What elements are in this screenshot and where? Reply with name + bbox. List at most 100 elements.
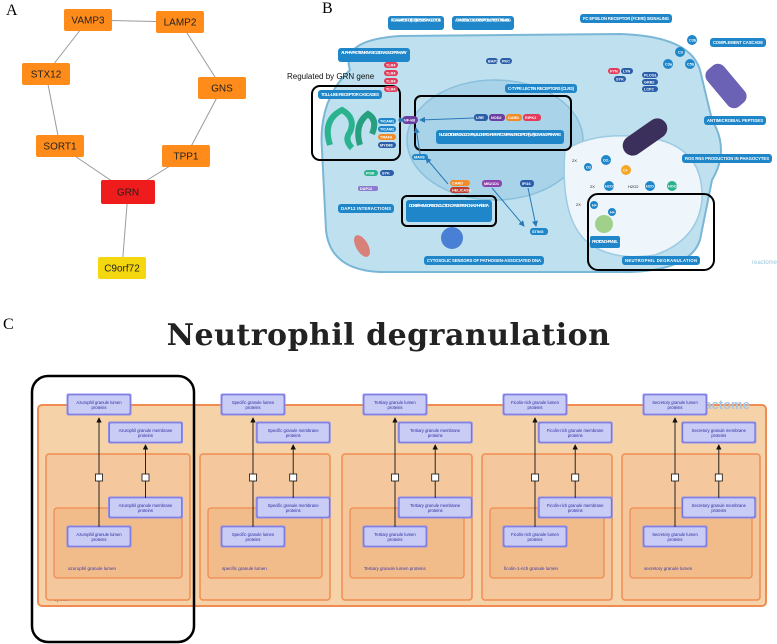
membrane-proteins-top-label: Secretory granule membrane	[692, 428, 747, 433]
panel-label-c: C	[3, 316, 14, 333]
neutrophil-degranulation-diagram: cytosol reactome azurophil granule lumen…	[30, 374, 767, 644]
node-box	[64, 9, 112, 31]
node-box	[101, 180, 155, 204]
mol-cl: Cl-	[623, 169, 629, 173]
membrane-proteins-top-label-2: proteins	[286, 433, 301, 438]
membrane-proteins-top-label: Ficolin-rich granule membrane	[547, 428, 604, 433]
outer-lumen-proteins-label-2: proteins	[388, 405, 403, 410]
label-ddx: DDX58/IFIH1 MEDIATED INDUCTION OF INTERF…	[409, 203, 489, 208]
outer-lumen-proteins-label-2: proteins	[92, 405, 107, 410]
mol-h2o2-2: H2O2	[628, 184, 639, 189]
regulated-by-grn-label: Regulated by GRN gene	[287, 72, 375, 81]
outer-lumen-proteins	[363, 394, 427, 415]
mol-h-plus-2: H+	[610, 211, 616, 215]
mol-2x-2: 2X	[590, 184, 595, 189]
mol-lrr: LRR	[476, 116, 484, 120]
reaction-node	[289, 473, 298, 482]
network-node-c9orf72: C9orf72	[98, 257, 146, 279]
network-edge	[45, 73, 61, 147]
network-node-lamp2: LAMP2	[156, 11, 204, 33]
node-box	[36, 135, 84, 157]
node-box	[162, 145, 210, 167]
mol-2x-3: 2X	[576, 202, 581, 207]
reactome-pathway-diagram: Regulated by GRN gene FCGAMMA RECEPTOR (…	[287, 14, 777, 273]
outer-lumen-proteins-label: Tertiary granule lumen	[374, 400, 416, 405]
reaction-node	[531, 473, 539, 482]
compartment-label: Tertiary granule lumen proteins	[364, 566, 427, 571]
complement-pore	[705, 63, 747, 109]
mol-fyn: FYN	[610, 70, 618, 74]
membrane-proteins-top-label-2: proteins	[711, 433, 726, 438]
mol-c3a: C3a	[665, 63, 673, 67]
vesicle-sphere-2	[595, 215, 613, 233]
network-node-vamp3: VAMP3	[64, 9, 112, 31]
pathway-label-pills: FCGAMMA RECEPTOR (FCGR) DEPENDENT PHAGOC…	[318, 14, 772, 265]
reaction-node	[671, 473, 679, 482]
membrane-proteins-top	[109, 422, 182, 443]
mol-card: CARD	[508, 116, 519, 120]
mol-c3b: C3b	[689, 39, 697, 43]
outer-lumen-proteins	[221, 394, 285, 415]
network-node-gns: GNS	[198, 77, 246, 99]
network-node-stx12: STX12	[22, 63, 70, 85]
membrane-proteins-top	[256, 422, 330, 443]
mol-nfkb: NF-kB	[404, 119, 415, 123]
outer-lumen-proteins	[503, 394, 567, 415]
ddx-highlight-box	[401, 195, 497, 227]
azurophil-highlight-box	[30, 374, 196, 644]
mol-card-helicase-1: CARD	[452, 182, 463, 186]
mol-myd88: MYD88	[380, 144, 393, 148]
mol-syk: SYK	[382, 172, 390, 176]
membrane-proteins-top	[682, 422, 756, 443]
node-label: VAMP3	[71, 16, 105, 27]
mol-hocl: HOCl	[668, 185, 678, 189]
granule-column: ficolin-1-rich granule lumenFicolin-rich…	[481, 393, 613, 601]
mol-ripk2: RIPK2	[525, 116, 536, 120]
mol-c5b: C5b	[687, 63, 695, 67]
network-edge	[185, 87, 223, 157]
panel-label-b: B	[322, 0, 333, 17]
reaction-node	[714, 473, 723, 482]
node-label: STX12	[31, 70, 62, 81]
membrane-proteins-bottom-label-2: proteins	[568, 508, 583, 513]
label-ros: ROS RNS PRODUCTION IN PHAGOCYTES	[685, 156, 769, 161]
mol-h2o: H2O	[646, 185, 654, 189]
reaction-node	[431, 473, 440, 482]
label-amp: ANTIMICROBIAL PEPTIDES	[707, 118, 763, 123]
neutrophil-highlight-box	[587, 193, 715, 271]
node-label: TPP1	[173, 152, 198, 163]
outer-lumen-proteins-label: Secretory granule lumen	[652, 400, 698, 405]
membrane-proteins-bottom-label: Azurophil granule membrane	[119, 503, 173, 508]
mol-tlr-a: TLR4	[386, 64, 396, 68]
label-cytosolic: CYTOSOLIC SENSORS OF PATHOGEN-ASSOCIATED…	[427, 258, 541, 263]
mol-ticam1: TICAM1	[380, 120, 394, 124]
mol-ticam2: TICAM2	[380, 128, 394, 132]
membrane-proteins-top-label: Tertiary granule membrane	[410, 428, 461, 433]
mol-nod: NOD2	[491, 116, 502, 120]
molecule-glyphs: TICAM1 TICAM2 TRAF6 MYD88 TLR4 TLR4 TLR4…	[324, 35, 697, 235]
membrane-proteins-bottom-label: Secretory granule membrane	[692, 503, 747, 508]
ros-stoichiometry: 2X 2X 2X H2O2	[572, 158, 639, 207]
membrane-proteins-top	[398, 422, 472, 443]
reactome-watermark-b: reactome	[752, 260, 777, 266]
reaction-node	[391, 473, 399, 482]
mol-lcp2: LCP2	[644, 88, 654, 92]
membrane-proteins-bottom-label-2: proteins	[711, 508, 726, 513]
label-alpha: ALPHA-PROTEIN KINASE 1 SIGNALING PATHWAY	[341, 50, 407, 55]
network-node-sort1: SORT1	[36, 135, 84, 157]
inner-lumen-proteins-label-2: proteins	[92, 537, 107, 542]
node-box	[198, 77, 246, 99]
mitochondrion	[354, 235, 370, 257]
label-dap12: DAP12 INTERACTIONS	[341, 206, 391, 211]
network-node-tpp1: TPP1	[162, 145, 210, 167]
network-node-grn: GRN	[101, 180, 155, 204]
mol-mb21d1: MB21D1	[484, 182, 499, 186]
tlr-receptor-icon-2	[355, 110, 378, 146]
mol-h2o2-1: H2O2	[605, 185, 615, 189]
mol-2x-1: 2X	[572, 158, 577, 163]
node-label: SORT1	[43, 142, 77, 153]
